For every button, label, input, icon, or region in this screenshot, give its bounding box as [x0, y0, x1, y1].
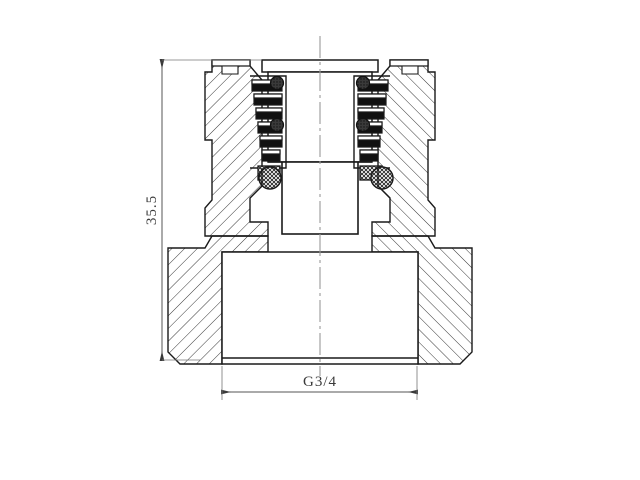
o-ring-seal-lower-right	[370, 166, 394, 190]
dimension-horizontal-thread: G3/4	[221, 366, 418, 400]
dimension-vertical-height: 35.5	[144, 59, 262, 361]
thread-crest-marker	[355, 75, 371, 91]
dimension-label-thread: G3/4	[303, 374, 337, 390]
dimension-label-height: 35.5	[144, 195, 160, 225]
thread-crest-marker	[269, 117, 285, 133]
o-ring-seal-lower-left	[258, 166, 282, 190]
upper-body	[204, 59, 436, 237]
thread-crest-marker	[355, 117, 371, 133]
thread-crest-marker	[269, 75, 285, 91]
